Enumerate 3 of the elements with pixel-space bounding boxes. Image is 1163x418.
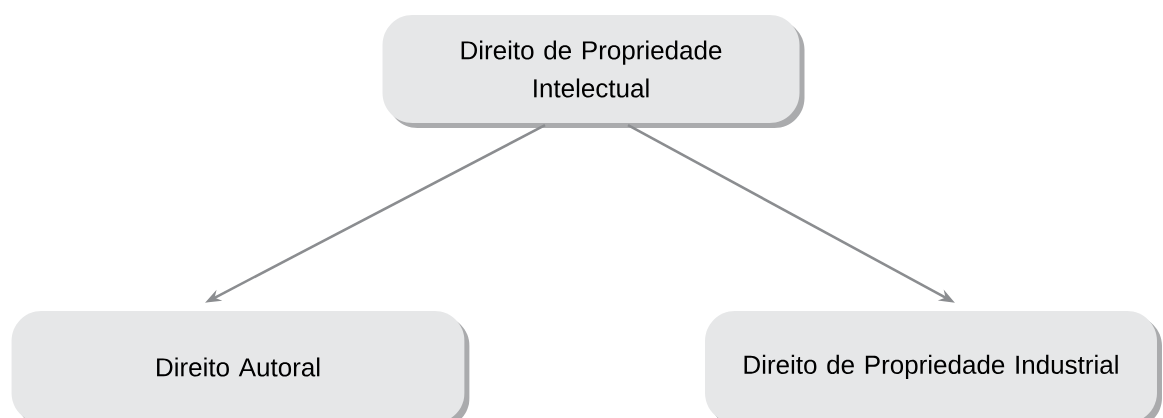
rounded-box: Direito de Propriedade Intelectual <box>382 15 805 128</box>
rounded-box: Direito Autoral <box>11 311 470 418</box>
rounded-box: Direito de Propriedade Industrial <box>705 311 1162 418</box>
